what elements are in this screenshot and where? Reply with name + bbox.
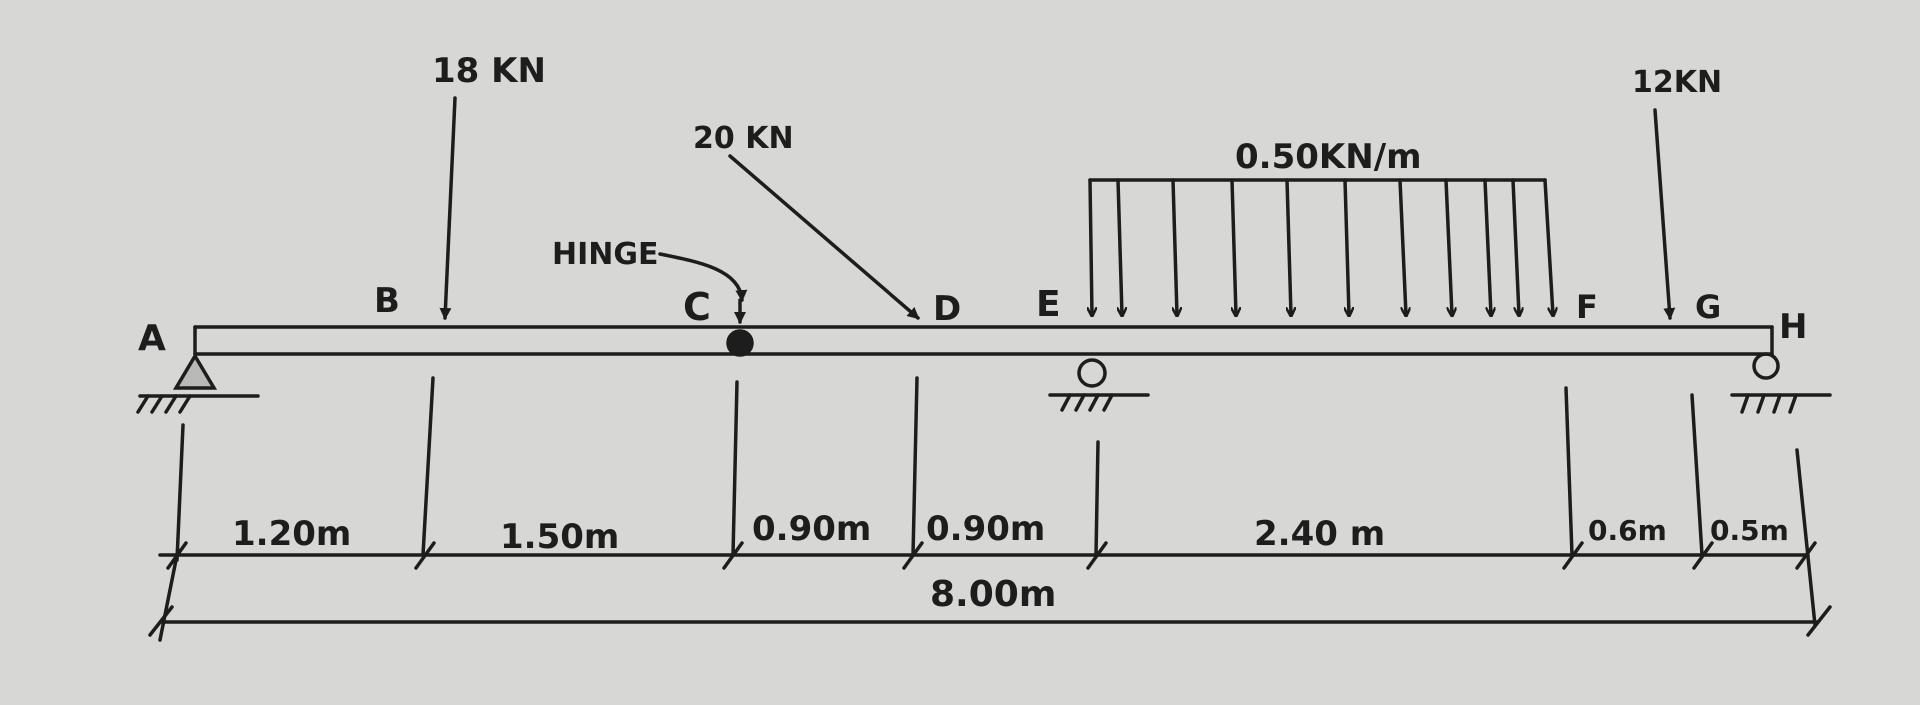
dim-2-40-label: 2.40 m: [1254, 514, 1385, 554]
dimension-extension-lines: [158, 376, 1817, 642]
point-f-label: F: [1576, 288, 1598, 326]
point-b-label: B: [374, 281, 400, 321]
dimension-ticks: [148, 541, 1832, 637]
point-g-label: G: [1695, 288, 1721, 326]
hinge-label: HINGE: [552, 237, 659, 272]
dim-0-6-label: 0.6m: [1588, 514, 1667, 547]
load-18kn-arrow: [439, 96, 457, 320]
load-18kn-label: 18 KN: [432, 51, 546, 91]
load-12kn-arrow: [1653, 108, 1676, 320]
dim-1-20-label: 1.20m: [232, 514, 351, 554]
hinge-symbol: [726, 329, 754, 357]
point-e-label: E: [1036, 284, 1061, 325]
dim-0-90-right-label: 0.90m: [926, 509, 1045, 549]
dim-0-90-left-label: 0.90m: [752, 509, 871, 549]
hinge-leader-arrow: [658, 252, 748, 302]
roller-support-e: [1048, 358, 1150, 412]
roller-support-h: [1730, 352, 1832, 414]
dim-total-label: 8.00m: [930, 574, 1056, 615]
udl-label: 0.50KN/m: [1235, 137, 1422, 177]
beam: [193, 325, 1774, 356]
udl-load: [1090, 178, 1553, 315]
load-20kn-arrow: [728, 154, 920, 320]
point-d-label: D: [933, 289, 961, 329]
point-a-label: A: [138, 318, 166, 359]
point-h-label: H: [1779, 307, 1807, 347]
load-20kn-label: 20 KN: [693, 121, 794, 156]
load-12kn-label: 12KN: [1632, 65, 1722, 100]
point-c-label: C: [683, 285, 711, 329]
pin-support-a: [136, 352, 260, 414]
dim-1-50-label: 1.50m: [500, 517, 619, 557]
dim-0-5-label: 0.5m: [1710, 514, 1789, 547]
